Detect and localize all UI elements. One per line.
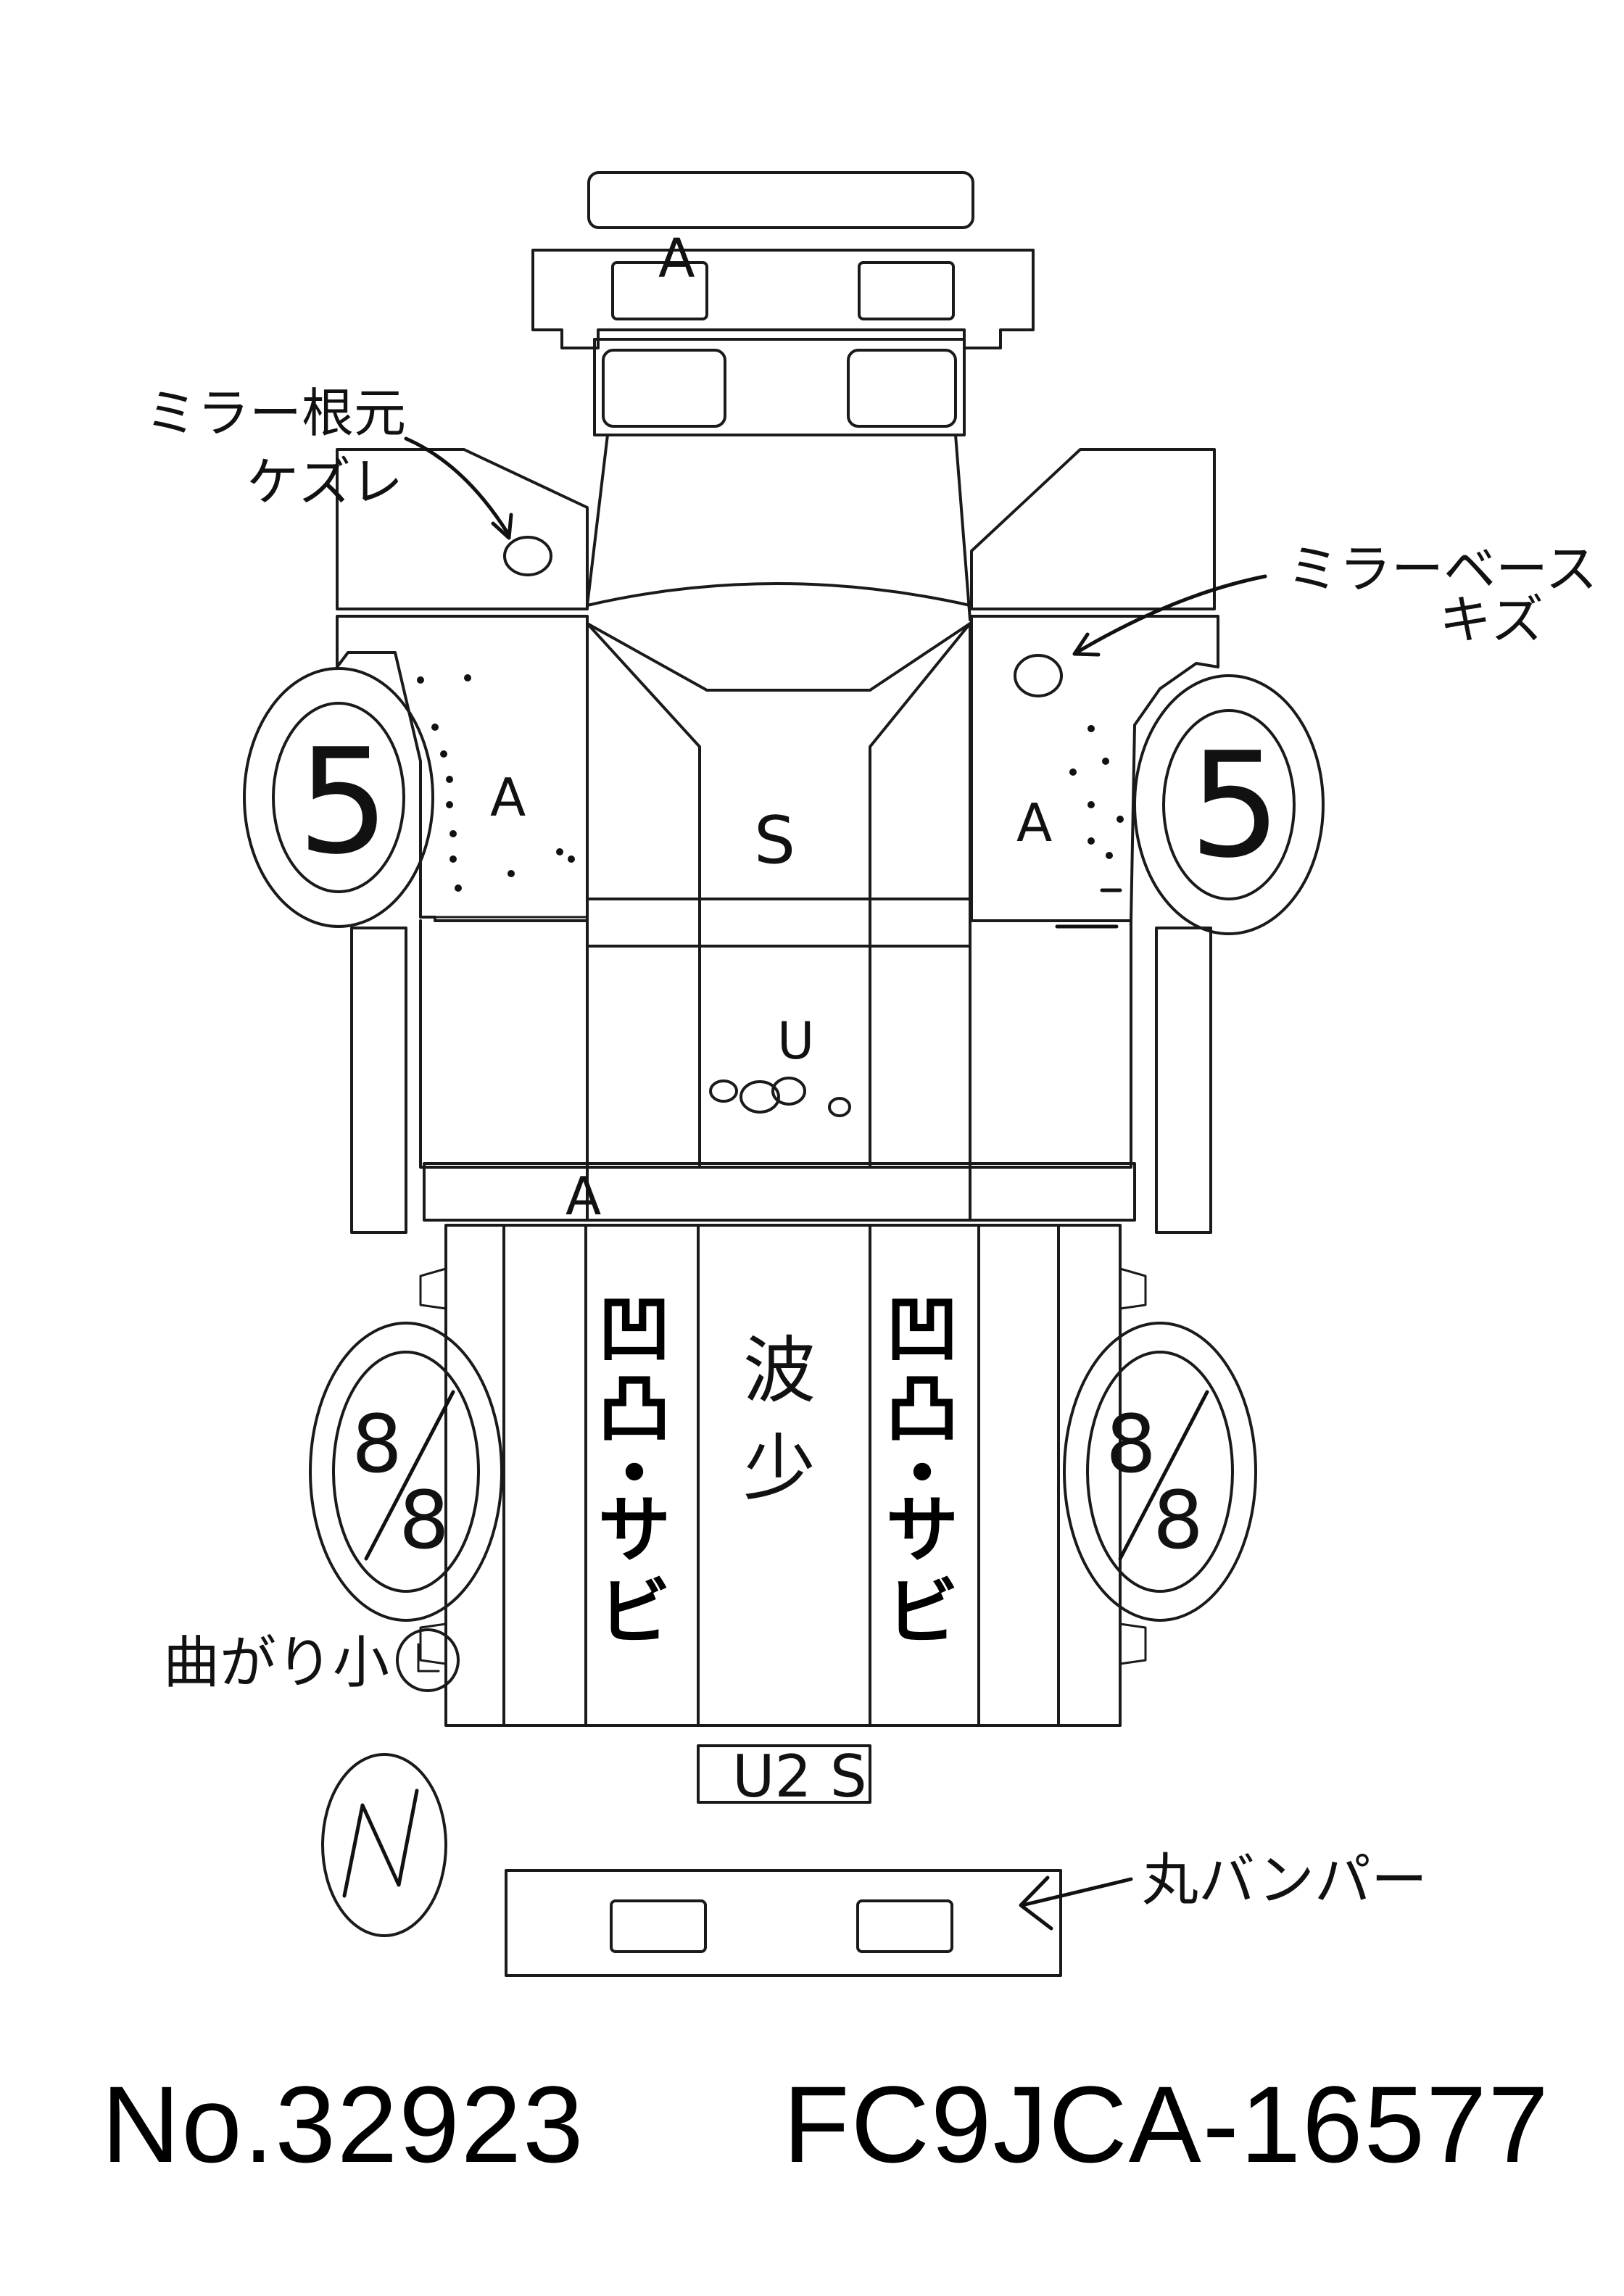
front-bumper (531, 171, 1035, 349)
note-mirror-root-line2: ケズレ (246, 452, 403, 513)
note-mirror-root-line1: ミラー根元 (145, 383, 406, 444)
bed-center-label: 波 少 (743, 1328, 816, 1511)
tire-rear-left-tread-top: 8 (352, 1398, 402, 1491)
bed-left-char-4: サ (598, 1488, 671, 1572)
tire-rear-left-tread-bottom: 8 (399, 1474, 450, 1567)
spare-tire-grade: N (0, 0, 1, 1)
stipple-left (417, 674, 575, 892)
sheet-number: No.32923 (102, 2063, 585, 2185)
tire-front-right (1133, 674, 1325, 935)
right-door (970, 448, 1219, 922)
bed-center-char-2: 少 (743, 1426, 816, 1511)
bed-right-label: 凹 凸 ・ サ ビ (886, 1287, 958, 1654)
bed-right-char-2: 凸 (886, 1367, 958, 1451)
rear-bumper (505, 1869, 1062, 1977)
round-bumper-note (1019, 1876, 1133, 1931)
tire-front-right-grade: 5 (1189, 721, 1281, 890)
bed-right-char-1: 凹 (886, 1287, 958, 1372)
tire-rear-right-tread-top: 8 (1106, 1398, 1156, 1491)
bed-left-char-3: ・ (598, 1432, 671, 1517)
mark-front-bumper: A (658, 228, 695, 290)
chassis-number: FC9JCA-16577 (783, 2063, 1550, 2185)
note-mirror-base-line2: キズ (1439, 589, 1544, 650)
mark-sill: A (566, 1166, 601, 1227)
mark-rear-panel: U2 S (732, 1743, 867, 1810)
rear-bed (419, 1224, 1147, 1727)
mark-cab-center: S (754, 803, 795, 879)
bed-left-char-1: 凹 (598, 1287, 671, 1372)
mirror-base-note (1014, 574, 1267, 697)
bed-left-char-2: 凸 (598, 1367, 671, 1451)
bed-left-char-5: ビ (598, 1570, 671, 1654)
tire-rear-right-tread-bottom: 8 (1153, 1474, 1204, 1567)
tire-rear-right (1063, 1322, 1257, 1622)
bed-left-label: 凹 凸 ・ サ ビ (598, 1287, 671, 1654)
bed-right-char-5: ビ (886, 1570, 958, 1654)
floor-dents (709, 1077, 851, 1117)
tire-rear-left (309, 1322, 503, 1622)
bed-center-char-1: 波 (743, 1328, 816, 1413)
spare-tire (321, 1753, 447, 1937)
mark-cab-right: A (1016, 792, 1052, 853)
cab-center (586, 622, 972, 1169)
note-bend: 曲がり小 (163, 1630, 389, 1696)
cab-roof (586, 434, 972, 692)
grille (593, 338, 966, 436)
bed-right-char-4: サ (886, 1488, 958, 1572)
sill (423, 1162, 1136, 1222)
mirror-root-note (404, 436, 552, 576)
stipple-right (1055, 725, 1124, 929)
note-round-bumper: 丸バンパー (1142, 1848, 1428, 1913)
mark-cab-left: A (490, 767, 526, 828)
note-mirror-base-line1: ミラーベース (1287, 539, 1597, 600)
rear-plate (697, 1744, 871, 1804)
mark-floor: U (777, 1011, 814, 1071)
bend-note (396, 1628, 460, 1692)
tire-front-left-grade: 5 (297, 718, 389, 887)
bed-right-char-3: ・ (886, 1432, 958, 1517)
floor (350, 919, 1212, 1234)
tire-front-left (243, 667, 434, 928)
